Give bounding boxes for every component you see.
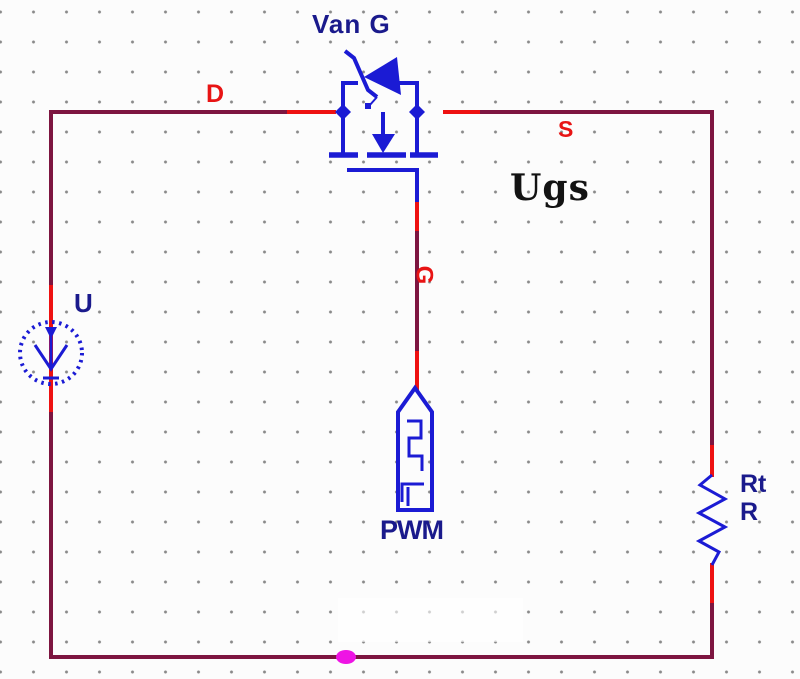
square-wave-icon-2 — [400, 482, 424, 502]
pin-drain-label[interactable]: D — [206, 80, 225, 108]
wire-bottom-left[interactable] — [49, 110, 714, 659]
pin-source-label[interactable]: S — [558, 116, 574, 142]
pwm-source-symbol[interactable] — [396, 384, 434, 512]
transistor-name-label[interactable]: Van G — [312, 9, 391, 39]
voltage-source-symbol[interactable] — [18, 320, 84, 386]
body-diode-icon — [343, 49, 401, 109]
net-wires[interactable] — [49, 110, 714, 659]
mosfet-top-left-lead — [341, 81, 358, 114]
watermark-highlight — [338, 598, 523, 642]
resistor-name-label[interactable]: Rt — [740, 470, 767, 498]
pin-gate-label[interactable]: G — [410, 265, 438, 285]
bottom-junction-dot[interactable] — [336, 650, 356, 664]
square-wave-icon — [407, 419, 424, 471]
wire-top-right[interactable] — [445, 110, 714, 475]
mosfet-symbol[interactable] — [329, 49, 438, 172]
voltage-source-label[interactable]: U — [74, 288, 93, 318]
pwm-source-label[interactable]: PWM — [380, 515, 444, 545]
mosfet-top-right-lead — [397, 81, 419, 114]
substrate-arrow-icon — [372, 134, 395, 153]
resistor-symbol[interactable] — [695, 473, 729, 566]
gate-voltage-annotation[interactable]: Ugs — [510, 167, 590, 209]
resistor-value-label[interactable]: R — [740, 498, 759, 526]
